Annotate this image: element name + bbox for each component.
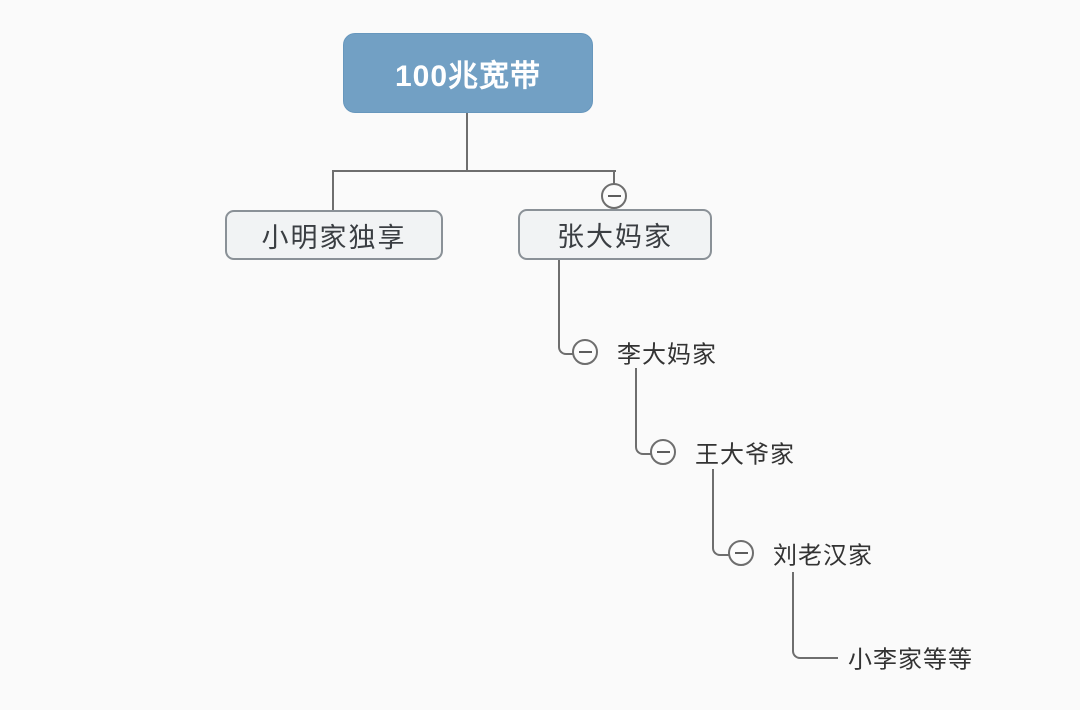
node-xiaoli-family[interactable]: 小李家等等 [848, 646, 973, 674]
connector-elbow [558, 260, 574, 355]
node-root-label: 100兆宽带 [394, 60, 542, 93]
node-xiaoming-family[interactable]: 小明家独享 [225, 210, 443, 260]
connector-elbow [712, 469, 730, 556]
collapse-icon[interactable] [601, 183, 627, 209]
node-root-broadband[interactable]: 100兆宽带 [343, 33, 593, 113]
collapse-icon[interactable] [728, 540, 754, 566]
minus-glyph [734, 552, 748, 554]
node-label: 张大妈家 [557, 222, 673, 252]
node-label: 小明家独享 [261, 222, 407, 253]
connector-line [332, 170, 616, 172]
connector-elbow [635, 368, 652, 455]
node-liulaohan-family[interactable]: 刘老汉家 [773, 542, 873, 570]
connector-line [332, 170, 334, 210]
connector-line [466, 113, 468, 171]
node-lidama-family[interactable]: 李大妈家 [617, 341, 717, 369]
minus-glyph [607, 195, 621, 197]
minus-glyph [578, 351, 592, 353]
collapse-icon[interactable] [572, 339, 598, 365]
minus-glyph [656, 451, 670, 453]
connector-line [613, 170, 615, 184]
collapse-icon[interactable] [650, 439, 676, 465]
node-zhangdama-family[interactable]: 张大妈家 [518, 209, 712, 260]
node-wangdaye-family[interactable]: 王大爷家 [695, 441, 795, 469]
connector-elbow [792, 572, 838, 659]
